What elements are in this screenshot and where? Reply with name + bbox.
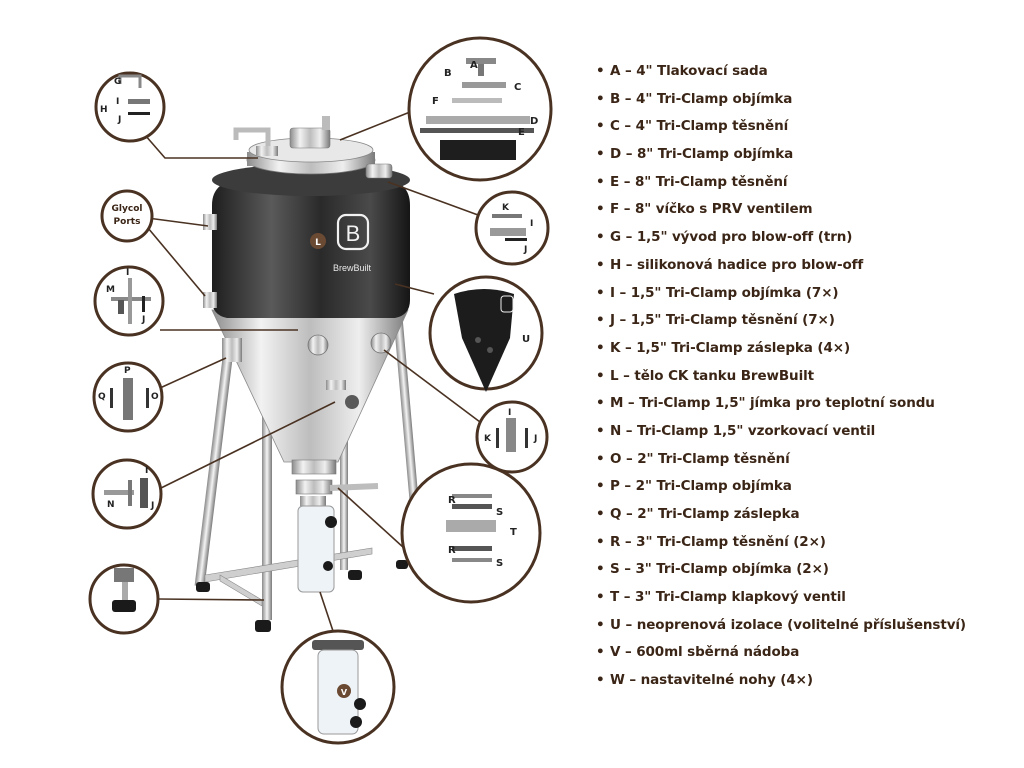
- leader-lines: [139, 111, 481, 635]
- glycol-ports-label-2: Ports: [114, 217, 141, 227]
- list-item: •E – 8" Tri-Clamp těsnění: [596, 173, 788, 190]
- svg-text:I: I: [508, 408, 511, 418]
- brand-name: BrewBuilt: [333, 263, 372, 273]
- foot-w: [255, 620, 271, 632]
- callout-rst: R S T R S: [400, 462, 542, 604]
- collection-vessel-v: [297, 505, 335, 593]
- svg-text:J: J: [523, 245, 527, 255]
- svg-text:R: R: [448, 495, 456, 506]
- svg-text:U: U: [522, 334, 530, 345]
- list-item: •V – 600ml sběrná nádoba: [596, 644, 800, 661]
- svg-text:O: O: [151, 392, 159, 402]
- svg-text:B: B: [444, 68, 452, 79]
- list-item: •T – 3" Tri-Clamp klapkový ventil: [596, 589, 846, 606]
- svg-text:R: R: [448, 545, 456, 556]
- callout-ijk-top: K I J: [474, 190, 550, 266]
- glycol-ports-label-1: Glycol: [112, 204, 143, 214]
- tank-body-l: [212, 178, 410, 318]
- list-item: •J – 1,5" Tri-Clamp těsnění (7×): [596, 312, 835, 329]
- callout-foot-w: [88, 563, 160, 635]
- svg-text:E: E: [518, 127, 525, 138]
- brewbuilt-logo-icon: [336, 213, 370, 251]
- svg-text:S: S: [496, 558, 503, 569]
- list-item: •K – 1,5" Tri-Clamp záslepka (4×): [596, 339, 851, 356]
- fermenter: B BrewBuilt: [194, 116, 425, 632]
- svg-text:K: K: [484, 434, 492, 444]
- list-item: •C – 4" Tri-Clamp těsnění: [596, 118, 789, 135]
- list-item: •M – Tri-Clamp 1,5" jímka pro teplotní s…: [596, 395, 935, 412]
- svg-text:M: M: [106, 285, 115, 295]
- svg-text:Q: Q: [98, 392, 106, 402]
- callout-gh: G H I J: [94, 71, 166, 143]
- callout-top-lid: A B C D E F: [407, 36, 553, 182]
- svg-text:C: C: [514, 82, 521, 93]
- callout-ijk-side: I K J: [475, 400, 549, 474]
- list-item: •B – 4" Tri-Clamp objímka: [596, 90, 793, 107]
- cone: [211, 309, 409, 463]
- svg-text:F: F: [432, 96, 439, 107]
- callout-glycol-ports: Glycol Ports: [100, 189, 154, 243]
- svg-text:T: T: [510, 527, 517, 538]
- list-item: •Q – 2" Tri-Clamp záslepka: [596, 506, 800, 522]
- callout-opq: P Q O: [92, 361, 164, 433]
- list-item: •D – 8" Tri-Clamp objímka: [596, 146, 794, 163]
- svg-text:N: N: [107, 500, 115, 510]
- parts-list: •A – 4" Tlakovací sada •B – 4" Tri-Clamp…: [596, 60, 966, 697]
- badge-l: L: [310, 233, 326, 249]
- list-item: •F – 8" víčko s PRV ventilem: [596, 201, 813, 218]
- list-item: •R – 3" Tri-Clamp těsnění (2×): [596, 533, 826, 550]
- svg-text:S: S: [496, 507, 503, 518]
- svg-text:I: I: [145, 466, 148, 476]
- list-item: •N – Tri-Clamp 1,5" vzorkovací ventil: [596, 422, 876, 439]
- list-item: •H – silikonová hadice pro blow-off: [596, 256, 864, 273]
- svg-text:V: V: [341, 688, 348, 697]
- svg-text:I: I: [116, 97, 119, 107]
- svg-text:G: G: [114, 77, 121, 87]
- svg-text:I: I: [126, 268, 129, 278]
- svg-text:J: J: [533, 434, 537, 444]
- svg-text:P: P: [124, 366, 131, 376]
- svg-text:I: I: [530, 219, 533, 229]
- logo-letter: B: [346, 221, 361, 246]
- list-item: •S – 3" Tri-Clamp objímka (2×): [596, 561, 829, 578]
- glycol-port-bottom: [203, 292, 217, 308]
- svg-text:J: J: [141, 315, 145, 325]
- callout-mij: M I J: [93, 265, 165, 337]
- svg-text:H: H: [100, 105, 108, 115]
- callout-nij: N I J: [91, 458, 163, 530]
- list-item: •W – nastavitelné nohy (4×): [596, 672, 813, 689]
- list-item: •P – 2" Tri-Clamp objímka: [596, 478, 792, 495]
- svg-text:L: L: [315, 238, 321, 248]
- svg-text:J: J: [150, 501, 154, 511]
- list-item: •L – tělo CK tanku BrewBuilt: [596, 367, 814, 384]
- list-item: •U – neoprenová izolace (volitelné přísl…: [596, 616, 966, 633]
- list-item: •A – 4" Tlakovací sada: [596, 63, 768, 79]
- callout-vessel-v: V: [280, 629, 396, 745]
- svg-text:A: A: [470, 60, 478, 71]
- svg-text:K: K: [502, 203, 510, 213]
- glycol-port-top: [203, 214, 217, 230]
- callout-insulation-u: U: [428, 275, 544, 392]
- list-item: •I – 1,5" Tri-Clamp objímka (7×): [596, 284, 839, 301]
- list-item: •O – 2" Tri-Clamp těsnění: [596, 450, 790, 467]
- svg-text:J: J: [117, 115, 121, 125]
- svg-text:D: D: [530, 116, 538, 127]
- list-item: •G – 1,5" vývod pro blow-off (trn): [596, 229, 853, 246]
